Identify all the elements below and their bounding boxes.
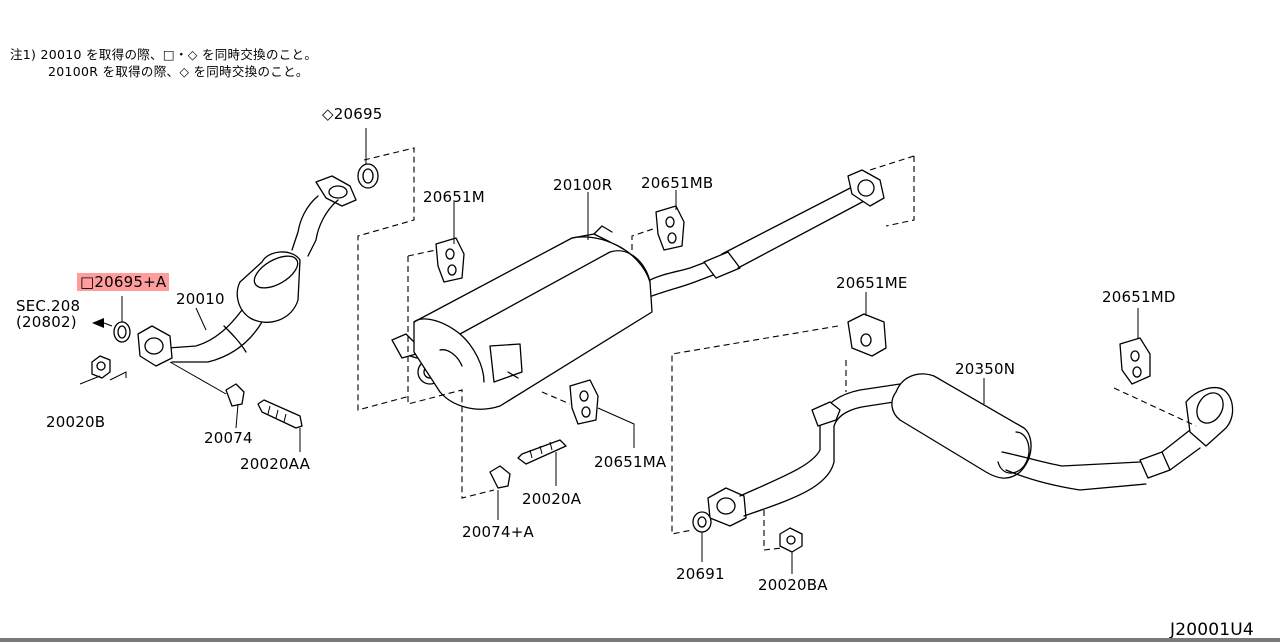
section-reference-code[interactable]: (20802) <box>16 313 77 331</box>
label-20010[interactable]: 20010 <box>176 290 225 308</box>
label-20020ba[interactable]: 20020BA <box>758 576 828 594</box>
label-20074-a[interactable]: 20074+A <box>462 523 534 541</box>
diagram-code: J20001U4 <box>1170 620 1254 640</box>
note-line-1: 注1) 20010 を取得の際、□・◇ を同時交換のこと。 <box>10 47 318 62</box>
label-20651m[interactable]: 20651M <box>423 188 485 206</box>
label-20651me[interactable]: 20651ME <box>836 274 908 292</box>
label-20651ma[interactable]: 20651MA <box>594 453 667 471</box>
front-tube-catalyst-drawing <box>79 128 415 452</box>
label-20651mb[interactable]: 20651MB <box>641 174 714 192</box>
label-20020a[interactable]: 20020A <box>522 490 582 508</box>
note-line-2: 20100R を取得の際、◇ を同時交換のこと。 <box>48 64 309 79</box>
label-20695-a-highlighted[interactable]: □20695+A <box>77 273 170 291</box>
bottom-scroll-edge <box>0 638 1280 642</box>
center-muffler-drawing <box>391 155 915 520</box>
label-20695[interactable]: ◇20695 <box>322 105 383 123</box>
main-muffler-drawing <box>671 292 1234 574</box>
section-reference-label[interactable]: SEC.208 <box>16 297 81 315</box>
label-20020b[interactable]: 20020B <box>46 413 106 431</box>
label-20651md[interactable]: 20651MD <box>1102 288 1176 306</box>
label-20074[interactable]: 20074 <box>204 429 253 447</box>
label-20020aa[interactable]: 20020AA <box>240 455 311 473</box>
label-20100r[interactable]: 20100R <box>553 176 613 194</box>
label-20691[interactable]: 20691 <box>676 565 725 583</box>
label-20350n[interactable]: 20350N <box>955 360 1016 378</box>
